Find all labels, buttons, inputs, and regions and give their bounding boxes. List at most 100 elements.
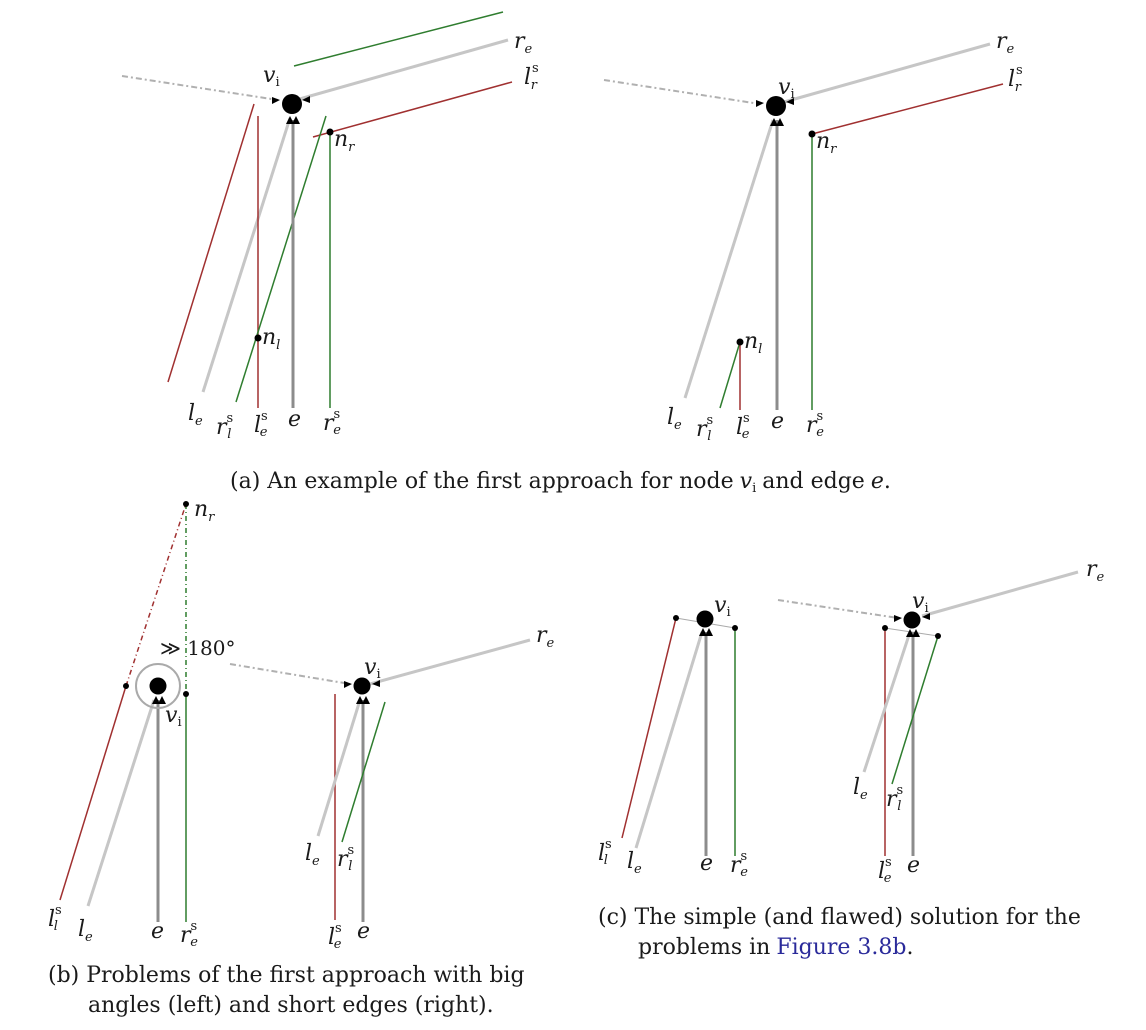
- edge-l-e: [862, 631, 912, 773]
- label-r-e: re: [1086, 557, 1105, 585]
- incoming-edge-dashed: [229, 663, 351, 685]
- label-v: vi: [165, 703, 182, 730]
- label-v: vi: [263, 63, 280, 90]
- label-l-e: le: [627, 849, 642, 877]
- point-right: [935, 633, 941, 639]
- node-arrow-down: [770, 118, 784, 126]
- edge-l-e: [86, 699, 156, 907]
- edge-r-e: [369, 638, 531, 686]
- node-vi: [766, 96, 786, 116]
- node-vi: [282, 94, 302, 114]
- incoming-edge-dashed: [603, 79, 761, 105]
- label-v: vi: [714, 593, 731, 620]
- label-n-l: nl: [262, 325, 280, 353]
- point-n-l: [736, 338, 744, 346]
- red-l-r-e-line: [811, 83, 1004, 135]
- label-e: e: [907, 853, 920, 878]
- incoming-edge-dashed: [777, 599, 899, 619]
- node-arrow-right: [302, 96, 310, 103]
- red-l-r-e-line: [312, 81, 513, 138]
- node-vi: [696, 610, 714, 628]
- point-n-r: [808, 130, 816, 138]
- edge-r-e: [295, 38, 509, 102]
- label-e: e: [151, 919, 164, 944]
- node-arrow-left: [894, 615, 902, 622]
- green-r-l-e-s-line: [719, 341, 741, 409]
- label-l-e: le: [188, 401, 203, 429]
- node-vi: [903, 611, 921, 629]
- label-l-e: le: [78, 917, 93, 945]
- green-r-l-e-s-line: [891, 635, 939, 785]
- label-l-e: le: [667, 405, 682, 433]
- node-arrow-down: [699, 628, 713, 636]
- edge-l-e: [634, 631, 704, 849]
- red-l-e-s-line: [59, 685, 127, 901]
- label-n-l: nl: [744, 329, 762, 357]
- label-l-e: le: [305, 841, 320, 869]
- label-n-r: nr: [194, 497, 215, 525]
- edge-l-e: [316, 699, 362, 837]
- label-v: vi: [364, 655, 381, 682]
- label-e: e: [288, 407, 301, 432]
- label-e: e: [771, 409, 784, 434]
- label-v: vi: [912, 589, 929, 616]
- figure-ref-link[interactable]: Figure 3.8b: [776, 935, 906, 960]
- caption-b-line1: (b) Problems of the first approach with …: [48, 963, 525, 988]
- label-l-e: le: [853, 775, 868, 803]
- node-arrow-down: [286, 116, 300, 124]
- node-vi: [149, 677, 167, 695]
- label-r-e: re: [536, 623, 555, 651]
- label-n-r: nr: [816, 129, 837, 157]
- node-arrow-right: [372, 680, 380, 687]
- node-arrow-left: [344, 681, 352, 688]
- point-n-r: [183, 501, 189, 507]
- label-v: vi: [778, 75, 795, 102]
- label-r-e: re: [996, 29, 1015, 57]
- red-l-e-s-line: [621, 617, 677, 839]
- node-arrow-right: [786, 98, 794, 105]
- label-angle: ≫ 180°: [160, 636, 235, 660]
- point-left: [673, 615, 679, 621]
- caption-b-line2: angles (left) and short edges (right).: [88, 993, 494, 1018]
- point-left: [882, 625, 888, 631]
- label-n-r: nr: [334, 127, 355, 155]
- point-right: [732, 625, 738, 631]
- node-arrow-right: [922, 613, 930, 620]
- point-n-l: [254, 334, 262, 342]
- point-right: [183, 691, 189, 697]
- edge-l-e: [201, 117, 292, 393]
- caption-a: (a) An example of the first approach for…: [230, 469, 891, 496]
- node-arrow-down: [152, 696, 166, 704]
- label-r-e: re: [514, 29, 533, 57]
- incoming-edge-dashed: [121, 75, 279, 101]
- edge-r-e: [783, 42, 991, 104]
- node-vi: [353, 677, 371, 695]
- node-arrow-down: [356, 696, 370, 704]
- label-e: e: [700, 851, 713, 876]
- green-r-l-e-s-line: [341, 701, 386, 843]
- node-arrow-down: [906, 629, 920, 637]
